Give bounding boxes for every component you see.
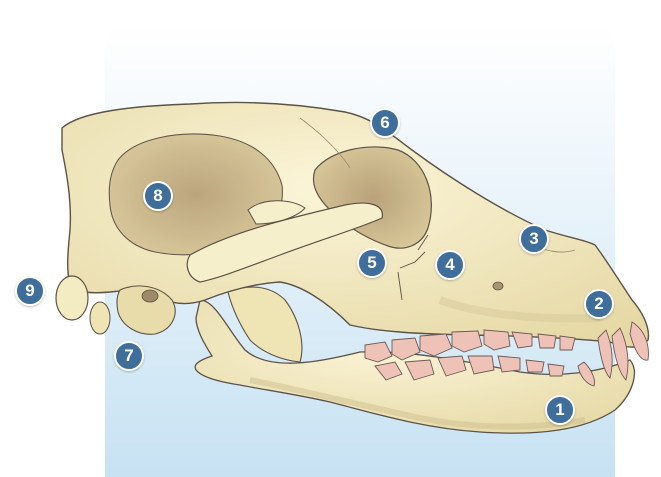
marker-4: 4 bbox=[435, 250, 465, 280]
marker-label: 8 bbox=[153, 186, 162, 206]
marker-label: 2 bbox=[594, 294, 603, 314]
mastoid-process bbox=[90, 302, 110, 334]
marker-label: 1 bbox=[555, 400, 564, 420]
marker-7: 7 bbox=[114, 341, 144, 371]
ear-canal bbox=[142, 290, 158, 302]
marker-3: 3 bbox=[519, 224, 549, 254]
marker-6: 6 bbox=[370, 108, 400, 138]
marker-9: 9 bbox=[15, 276, 45, 306]
marker-1: 1 bbox=[545, 395, 575, 425]
marker-2: 2 bbox=[584, 289, 614, 319]
marker-5: 5 bbox=[357, 248, 387, 278]
marker-8: 8 bbox=[143, 181, 173, 211]
marker-label: 7 bbox=[124, 346, 133, 366]
occipital-condyle bbox=[56, 276, 88, 320]
marker-label: 3 bbox=[529, 229, 538, 249]
marker-label: 4 bbox=[445, 255, 454, 275]
marker-label: 5 bbox=[367, 253, 376, 273]
infraorbital-foramen bbox=[493, 282, 503, 290]
marker-label: 9 bbox=[25, 281, 34, 301]
marker-label: 6 bbox=[380, 113, 389, 133]
